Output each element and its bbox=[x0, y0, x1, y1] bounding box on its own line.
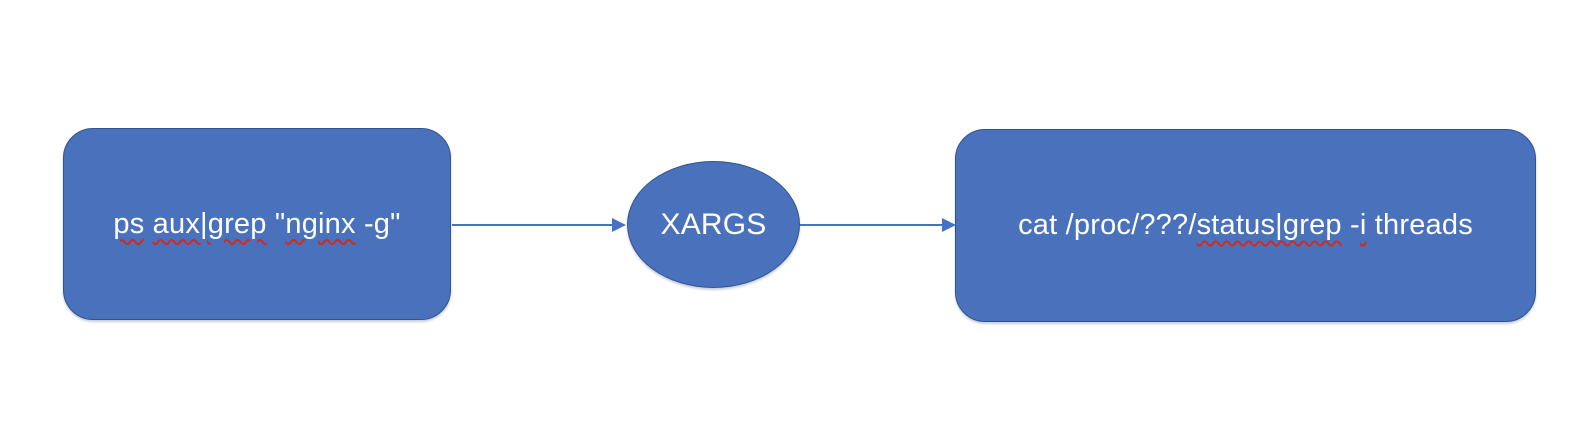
text-segment: threads bbox=[1366, 209, 1473, 241]
arrow-connector-center-to-right[interactable] bbox=[799, 213, 957, 237]
arrowhead-icon bbox=[612, 218, 626, 232]
node-xargs-label: XARGS bbox=[660, 207, 767, 241]
arrow-connector-left-to-center[interactable] bbox=[451, 213, 627, 237]
node-right-command-box[interactable]: cat /proc/???/status|grep -i threads bbox=[955, 129, 1536, 322]
text-segment: i bbox=[1359, 209, 1367, 241]
text-segment: cat /proc/???/ bbox=[1018, 209, 1197, 241]
text-segment: status|grep bbox=[1196, 209, 1342, 241]
text-segment: -g" bbox=[355, 207, 401, 240]
text-segment bbox=[144, 208, 152, 240]
text-segment: - bbox=[1341, 209, 1360, 241]
text-segment: ps bbox=[113, 207, 145, 240]
text-segment: " bbox=[266, 207, 286, 240]
node-left-command-box[interactable]: ps aux|grep "nginx -g" bbox=[63, 128, 451, 320]
text-segment: aux|grep bbox=[152, 207, 267, 240]
node-right-command-label: cat /proc/???/status|grep -i threads bbox=[1018, 209, 1473, 242]
node-left-command-label: ps aux|grep "nginx -g" bbox=[113, 208, 400, 241]
arrowhead-icon bbox=[942, 218, 956, 232]
text-segment: nginx bbox=[285, 207, 356, 240]
node-xargs-ellipse[interactable]: XARGS bbox=[627, 161, 800, 288]
